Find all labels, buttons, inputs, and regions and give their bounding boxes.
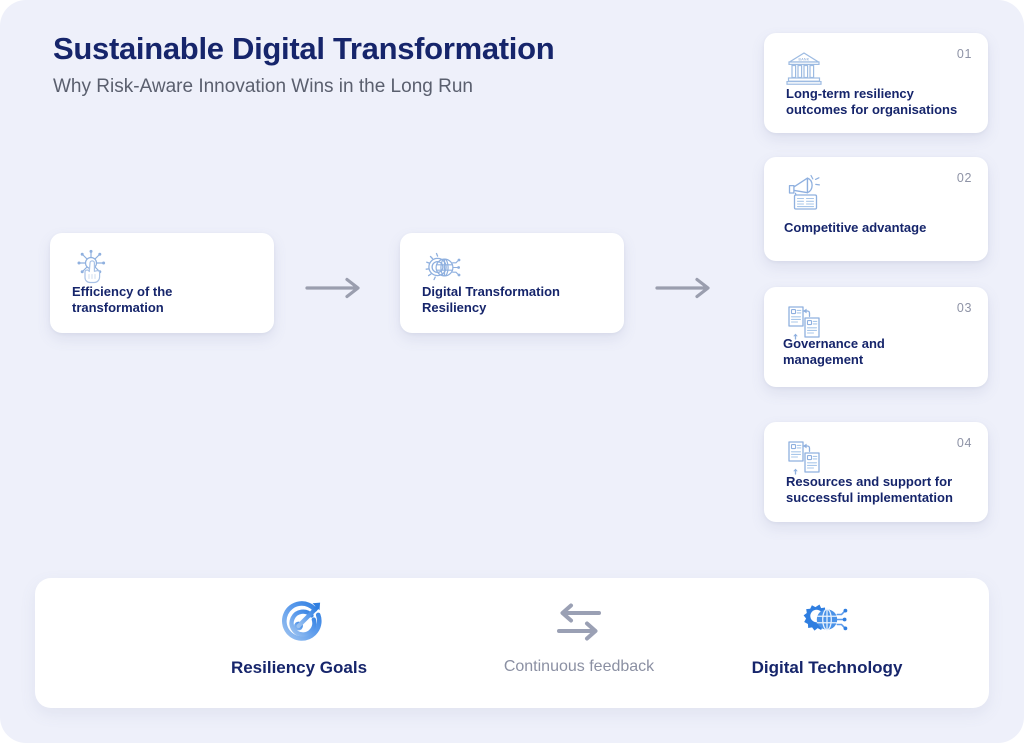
target-dartboard-icon <box>193 600 405 646</box>
outcome-card-title: Governance and management <box>783 335 885 368</box>
outcome-card-02[interactable]: 02 Competitive advantage <box>764 157 988 261</box>
outcome-card-title: Competitive advantage <box>784 220 927 236</box>
outcome-card-number: 02 <box>956 171 972 185</box>
bidirectional-arrows-icon <box>473 600 685 646</box>
document-exchange-icon <box>784 303 824 341</box>
page-title: Sustainable Digital Transformation <box>53 31 555 66</box>
outcome-card-title: Long-term resiliency outcomes for organi… <box>786 85 958 118</box>
flow-card-efficiency[interactable]: Efficiency of the transformation <box>50 233 274 333</box>
flow-card-title: Digital Transformation Resiliency <box>422 283 560 316</box>
bottom-item-label: Resiliency Goals <box>230 658 368 677</box>
outcome-card-title: Resources and support for successful imp… <box>786 473 953 506</box>
document-exchange-icon <box>784 438 824 476</box>
svg-text:BANK: BANK <box>799 57 810 61</box>
bottom-item-label: Continuous feedback <box>503 658 655 675</box>
flow-arrow-1-icon <box>303 272 367 304</box>
gear-globe-icon <box>422 249 462 287</box>
bottom-item-label: Digital Technology <box>751 658 903 677</box>
bottom-item-digital-technology[interactable]: Digital Technology <box>721 600 933 678</box>
bank-building-icon: BANK <box>784 49 824 87</box>
megaphone-announcement-icon <box>784 173 824 211</box>
outcome-card-03[interactable]: 03 Governance and management <box>764 287 988 387</box>
outcome-card-01[interactable]: 01 BANK Long-term resiliency outcomes fo… <box>764 33 988 133</box>
outcome-card-04[interactable]: 04 Resources and support for successful … <box>764 422 988 522</box>
flow-card-title: Efficiency of the transformation <box>72 283 173 316</box>
bottom-panel: Resiliency Goals Continuous feedback <box>35 578 989 708</box>
flow-card-digital-transformation-resiliency[interactable]: Digital Transformation Resiliency <box>400 233 624 333</box>
header: Sustainable Digital Transformation Why R… <box>53 31 693 99</box>
outcome-card-number: 04 <box>956 436 972 450</box>
bottom-item-resiliency-goals[interactable]: Resiliency Goals <box>193 600 405 678</box>
gear-globe-solid-icon <box>721 600 933 646</box>
bottom-item-continuous-feedback: Continuous feedback <box>473 600 685 676</box>
flow-arrow-2-icon <box>653 272 717 304</box>
circuit-touch-icon <box>72 249 112 287</box>
page-subtitle: Why Risk-Aware Innovation Wins in the Lo… <box>53 76 473 98</box>
outcome-card-number: 01 <box>956 47 972 61</box>
outcome-card-number: 03 <box>956 301 972 315</box>
